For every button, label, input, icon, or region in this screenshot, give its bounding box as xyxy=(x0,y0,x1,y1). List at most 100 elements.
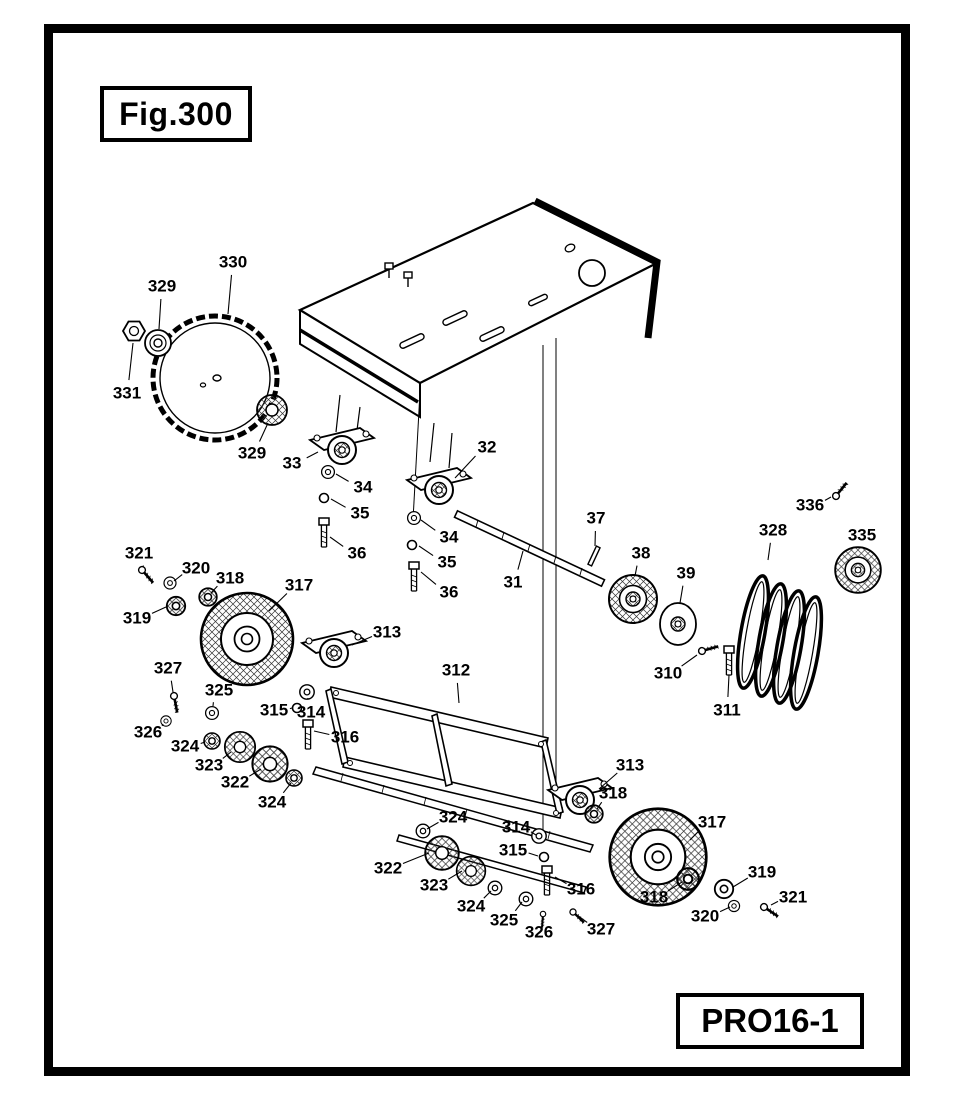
leader-line-34 xyxy=(335,473,349,482)
part-label-315: 315 xyxy=(260,701,288,720)
leader-line-321 xyxy=(770,900,779,906)
part-label-34: 34 xyxy=(440,528,459,547)
screw-327 xyxy=(566,906,589,926)
leader-line-316 xyxy=(313,730,330,736)
leader-line-324 xyxy=(200,741,206,745)
leader-line-319 xyxy=(151,606,167,614)
part-label-329: 329 xyxy=(148,277,176,296)
roller-323 xyxy=(455,855,487,887)
part-label-35: 35 xyxy=(351,504,370,523)
part-label-32: 32 xyxy=(478,438,497,457)
part-label-311: 311 xyxy=(713,701,740,720)
leader-line-32 xyxy=(454,455,476,479)
part-label-330: 330 xyxy=(219,253,247,272)
part-label-314: 314 xyxy=(502,818,531,837)
part-label-325: 325 xyxy=(490,911,518,930)
part-label-324: 324 xyxy=(258,793,287,812)
saw-blade-assembly xyxy=(121,313,288,443)
roller-322 xyxy=(424,835,460,871)
bolt-36 xyxy=(408,561,420,592)
part-label-321: 321 xyxy=(779,888,807,907)
part-label-335: 335 xyxy=(848,526,876,545)
nut-331 xyxy=(121,320,147,342)
part-label-320: 320 xyxy=(691,907,719,926)
leader-line-328 xyxy=(767,542,771,561)
part-label-38: 38 xyxy=(632,544,651,563)
screw-336 xyxy=(830,478,850,504)
leader-line-324 xyxy=(282,782,292,794)
model-number-box: PRO16-1 xyxy=(676,993,864,1049)
chassis-deck xyxy=(297,197,661,469)
part-label-318: 318 xyxy=(216,569,244,588)
leader-line-315 xyxy=(289,707,293,710)
leader-line-329 xyxy=(158,298,162,330)
leader-line-329 xyxy=(259,422,269,442)
ring-315 xyxy=(538,851,550,863)
screw-321 xyxy=(134,564,159,586)
figure-title: Fig.300 xyxy=(119,95,233,132)
part-label-310: 310 xyxy=(654,664,682,683)
part-label-323: 323 xyxy=(420,876,448,895)
part-label-322: 322 xyxy=(221,773,249,792)
leader-line-39 xyxy=(679,585,684,604)
leader-line-31 xyxy=(517,550,524,570)
washer-320 xyxy=(163,576,177,590)
part-label-35: 35 xyxy=(438,553,457,572)
leader-line-35 xyxy=(330,498,346,508)
leader-line-322 xyxy=(249,768,262,777)
gear-38 xyxy=(608,574,658,624)
leader-line-319 xyxy=(732,877,749,888)
washer-34 xyxy=(406,510,422,526)
leader-line-34 xyxy=(420,519,436,531)
part-label-320: 320 xyxy=(182,559,210,578)
leader-line-314 xyxy=(530,831,537,836)
part-label-324: 324 xyxy=(439,808,468,827)
leader-line-327 xyxy=(576,914,588,923)
part-label-319: 319 xyxy=(123,609,151,628)
page-border xyxy=(44,24,910,1076)
part-label-325: 325 xyxy=(205,681,233,700)
leader-line-322 xyxy=(402,852,430,865)
washer-314 xyxy=(299,684,315,700)
leader-line-320 xyxy=(173,574,183,582)
leader-line-317 xyxy=(268,593,288,612)
pin-37 xyxy=(587,545,601,567)
washer-314 xyxy=(531,828,547,844)
part-label-331: 331 xyxy=(113,384,141,403)
leader-line-316 xyxy=(554,876,567,885)
bearing-313-left xyxy=(301,630,367,668)
leader-line-324 xyxy=(426,821,439,830)
gear-335 xyxy=(834,546,882,594)
screw-321 xyxy=(757,901,782,920)
part-label-31: 31 xyxy=(504,573,523,592)
part-label-318: 318 xyxy=(599,784,627,803)
part-label-316: 316 xyxy=(331,728,359,747)
leader-line-318 xyxy=(667,881,683,892)
leader-line-323 xyxy=(448,870,463,880)
washer-324 xyxy=(415,823,431,839)
screw-327 xyxy=(164,690,187,715)
part-label-317: 317 xyxy=(698,813,726,832)
ring-35 xyxy=(318,492,330,504)
part-label-33: 33 xyxy=(283,454,302,473)
model-number: PRO16-1 xyxy=(701,1002,839,1039)
part-label-316: 316 xyxy=(567,880,595,899)
leader-line-311 xyxy=(727,674,730,698)
part-label-336: 336 xyxy=(796,496,824,515)
part-label-313: 313 xyxy=(616,756,644,775)
part-label-322: 322 xyxy=(374,859,402,878)
part-label-315: 315 xyxy=(499,841,527,860)
part-label-37: 37 xyxy=(587,509,606,528)
wheel-317-left xyxy=(199,591,295,687)
leader-line-320 xyxy=(719,906,731,913)
reference-lines xyxy=(412,338,557,842)
part-label-36: 36 xyxy=(440,583,459,602)
part-label-319: 319 xyxy=(748,863,776,882)
hub-318 xyxy=(676,867,700,891)
bushing-318 xyxy=(198,587,218,607)
part-label-327: 327 xyxy=(154,659,182,678)
leader-line-330 xyxy=(227,274,233,315)
part-label-327: 327 xyxy=(587,920,615,939)
leader-line-318 xyxy=(596,801,603,810)
